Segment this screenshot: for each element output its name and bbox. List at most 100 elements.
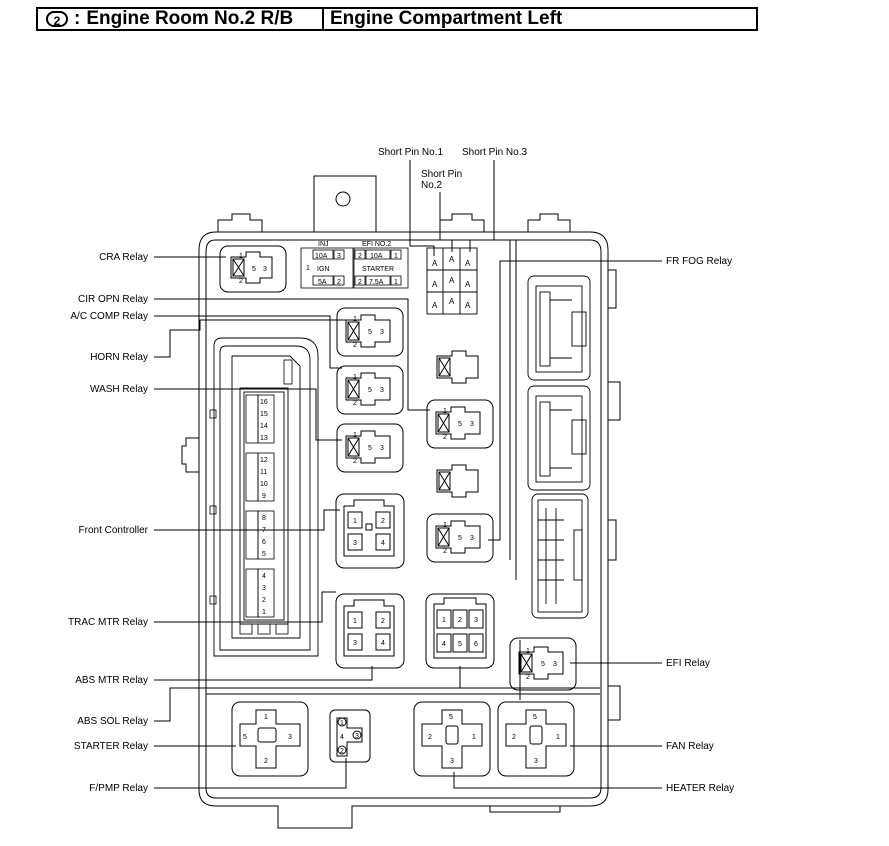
fc-relay-pin-4: 4 [381,540,385,547]
starter-relay [231,701,309,777]
label-fr-fog-relay: FR FOG Relay [666,256,732,267]
fuse-ign-pin: 2 [337,279,341,286]
fr-fog-pin-3: 3 [470,535,474,542]
wash-pin-5: 5 [368,445,372,452]
controller-pin: 11 [260,469,267,476]
horn-relay [336,365,404,415]
cra-pin-5: 5 [252,266,256,273]
right-connector-upper [527,275,591,381]
fuse-inj-pin-b: 1 [306,265,310,272]
short-pin-letters: A A A A A A A A A [432,255,471,310]
label-horn-relay: HORN Relay [90,352,148,363]
controller-pin: 8 [262,515,266,522]
front-controller-pins: 16 15 14 13 12 11 10 9 8 7 6 5 4 3 2 1 [260,399,268,616]
wash-pin-2: 2 [353,458,357,465]
label-fpmp-relay: F/PMP Relay [89,783,148,794]
trac-pin-2: 2 [381,618,385,625]
housing-inner-outline [205,239,602,799]
clip-right-4 [608,685,621,721]
abs-mtr-pin-4: 4 [442,641,446,648]
abs-mtr-pin-6: 6 [474,641,478,648]
label-trac-mtr-relay: TRAC MTR Relay [68,617,148,628]
fuse-efi-no2-pin-a: 2 [358,253,362,260]
front-controller-housing [213,337,319,657]
cir-opn-pin-2: 2 [443,434,447,441]
controller-pin: 4 [262,573,266,580]
ac-comp-pin-3: 3 [380,329,384,336]
header-location: Engine Compartment Left [330,8,563,29]
starter-pin-2: 2 [264,758,268,765]
cir-opn-pin-5: 5 [458,421,462,428]
label-short-pin-1: Short Pin No.1 [378,147,443,158]
right-connector-lower [531,493,589,619]
controller-pin: 16 [260,399,268,406]
fuse-starter-label: STARTER [362,266,394,273]
label-short-pin-2-line1: Short Pin [421,169,462,180]
fr-fog-pin-2: 2 [443,548,447,555]
clip-left [181,437,199,473]
controller-pin: 6 [262,539,266,546]
wash-pin-1: 1 [353,432,357,439]
mini-relay-socket [436,464,479,498]
controller-side-notches [209,359,293,635]
fan-relay [497,701,575,777]
fan-pin-3: 3 [534,758,538,765]
cra-relay [219,245,287,293]
fuse-starter-pin-a: 2 [358,279,362,286]
ac-comp-pin-2: 2 [353,342,357,349]
diagram-header: 2 : Engine Room No.2 R/B Engine Compartm… [36,7,758,31]
cra-pin-1: 1 [239,253,243,260]
ac-comp-pin-5: 5 [368,329,372,336]
ac-comp-pin-1: 1 [353,316,357,323]
controller-pin: 14 [260,423,268,430]
short-pin-cell: A [432,259,438,268]
label-starter-relay: STARTER Relay [74,741,148,752]
abs-mtr-pin-2: 2 [458,617,462,624]
label-heater-relay: HEATER Relay [666,783,734,794]
heater-pin-2: 2 [428,734,432,741]
horn-pin-1: 1 [353,374,357,381]
heater-pin-5: 5 [449,714,453,721]
clip-right-3 [608,519,617,561]
controller-pin: 10 [260,481,268,488]
cir-opn-pin-3: 3 [470,421,474,428]
controller-pin: 13 [260,435,268,442]
label-cra-relay: CRA Relay [99,252,148,263]
wash-pin-3: 3 [380,445,384,452]
abs-mtr-connector [425,593,495,669]
label-short-pin-3: Short Pin No.3 [462,147,527,158]
heater-relay [413,701,491,777]
fpmp-relay [329,709,371,763]
controller-pin: 9 [262,493,266,500]
efi-pin-3: 3 [553,661,557,668]
header-title-cell: 2 : Engine Room No.2 R/B [38,8,324,29]
fuse-efi-no2-amp: 10A [370,253,383,260]
wash-relay [336,423,404,473]
clip-right-1 [608,269,617,309]
controller-pin: 12 [260,457,268,464]
label-front-controller: Front Controller [79,525,149,536]
horn-pin-5: 5 [368,387,372,394]
fuse-ign-label: IGN [317,266,329,273]
efi-pin-5: 5 [541,661,545,668]
controller-pin: 3 [262,585,266,592]
starter-pin-1: 1 [264,714,268,721]
short-pin-cell: A [432,301,438,310]
fpmp-pin-3: 3 [355,733,359,740]
leader-lines [154,160,662,789]
heater-pin-3: 3 [450,758,454,765]
horn-pin-2: 2 [353,400,357,407]
trac-pin-1: 1 [353,618,357,625]
starter-pin-3: 3 [288,734,292,741]
short-pin-cell: A [465,259,471,268]
controller-pin: 1 [262,609,266,616]
heater-pin-1: 1 [472,734,476,741]
short-pin-cell: A [465,301,471,310]
label-fan-relay: FAN Relay [666,741,714,752]
label-efi-relay: EFI Relay [666,658,710,669]
trac-pin-3: 3 [353,640,357,647]
short-pin-cell: A [449,297,455,306]
fuse-efi-no2-pin-b: 1 [394,253,398,260]
cir-opn-pin-1: 1 [443,408,447,415]
